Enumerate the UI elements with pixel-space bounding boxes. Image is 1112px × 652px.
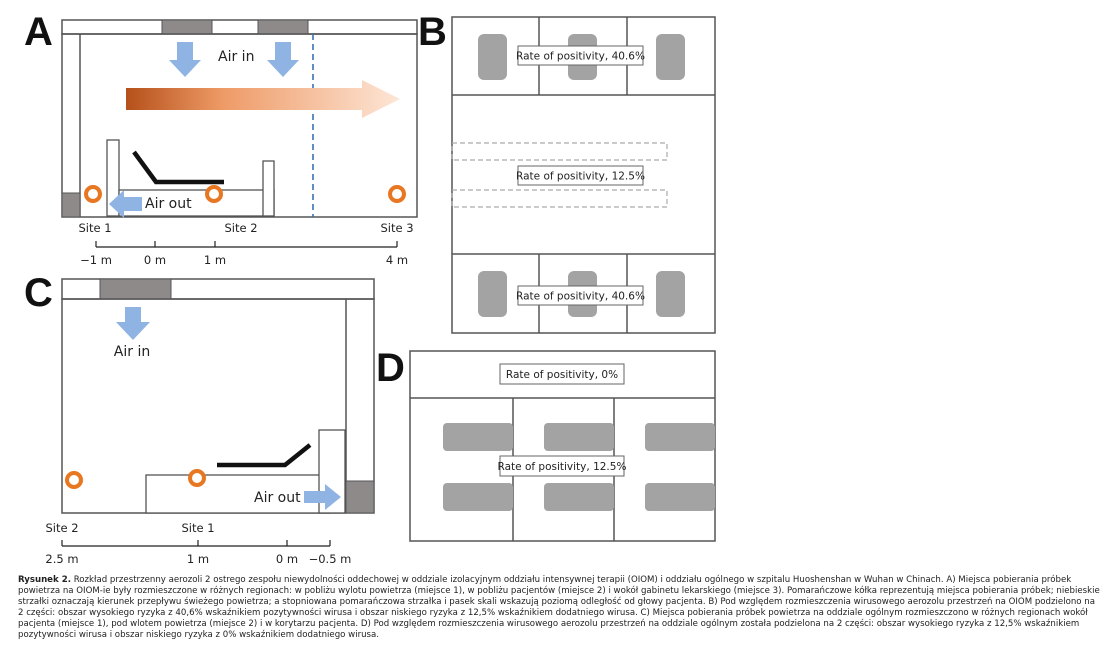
air-inlet-vent (257, 19, 309, 35)
down-arrow-icon (267, 42, 299, 77)
scale-tick-label: 4 m (386, 253, 408, 267)
panel-c: C Air in Air out Site 2 Site 1 (24, 271, 375, 566)
left-arrow-icon (109, 190, 142, 218)
air-inlet-vent (99, 278, 172, 300)
scale-tick-label: 0 m (144, 253, 166, 267)
distance-scale-bar (61, 540, 331, 547)
air-out-label: Air out (145, 196, 192, 212)
scale-tick-label: 1 m (187, 552, 209, 566)
scale-tick-label: 2.5 m (45, 552, 78, 566)
site-label: Site 3 (380, 221, 413, 235)
positivity-label: Rate of positivity, 12.5% (516, 171, 645, 183)
bed-shape (656, 271, 685, 317)
sampling-site-circle (84, 185, 102, 203)
site-label: Site 2 (45, 521, 78, 535)
positivity-label: Rate of positivity, 12.5% (498, 461, 627, 473)
bed-shape (544, 483, 614, 511)
caption-label: Rysunek 2. (18, 575, 71, 585)
positivity-label-box (499, 363, 625, 385)
bed-shape (478, 34, 507, 80)
scale-tick-label: 1 m (204, 253, 226, 267)
panel-d: D Rate of positivity, 0% Rate of positiv… (376, 346, 716, 542)
bed-shape (645, 423, 715, 451)
air-outlet-block (345, 480, 375, 514)
bed-shape (478, 271, 507, 317)
dashed-bed-outline (451, 142, 668, 161)
bed-shape (443, 423, 513, 451)
figure: A Air in Air out (24, 10, 716, 566)
bed-shape (544, 423, 614, 451)
air-inlet-vent (161, 19, 213, 35)
positivity-label: Rate of positivity, 40.6% (516, 51, 645, 63)
positivity-label-box (517, 285, 644, 306)
panel-c-letter: C (24, 271, 53, 315)
bed-shape (443, 483, 513, 511)
icu-room-outline (61, 33, 418, 218)
panel-b: B Rate of positivity, 40.6% Rate of posi… (418, 10, 716, 334)
distance-gradient-arrow (126, 80, 400, 118)
right-arrow-icon (304, 484, 341, 510)
bed-shape (645, 483, 715, 511)
site-label: Site 2 (224, 221, 257, 235)
scale-tick-label: −1 m (80, 253, 112, 267)
distance-scale-bar (95, 241, 398, 248)
scale-tick-label: −0.5 m (309, 552, 352, 566)
sampling-site-circle (388, 185, 406, 203)
positivity-label-box (517, 165, 644, 186)
positivity-label-box (517, 45, 644, 66)
scale-tick-label: 0 m (276, 552, 298, 566)
site-label: Site 1 (181, 521, 214, 535)
down-arrow-icon (169, 42, 201, 77)
sampling-site-circle (65, 471, 83, 489)
positivity-label: Rate of positivity, 0% (506, 369, 618, 381)
air-in-label: Air in (114, 344, 150, 360)
caption-text: Rozkład przestrzenny aerozoli 2 ostrego … (18, 575, 1100, 640)
down-arrow-icon (116, 307, 150, 340)
sampling-site-circle (188, 469, 206, 487)
patient-bed (106, 139, 275, 217)
positivity-label: Rate of positivity, 40.6% (516, 291, 645, 303)
air-in-label: Air in (218, 49, 254, 65)
site-label: Site 1 (78, 221, 111, 235)
positivity-label-box (499, 455, 625, 477)
bed-shape (656, 34, 685, 80)
sampling-site-circle (205, 185, 223, 203)
air-out-label: Air out (254, 490, 301, 506)
dashed-bed-outline (451, 189, 668, 208)
figure-caption: Rysunek 2. Rozkład przestrzenny aerozoli… (18, 575, 1100, 641)
panel-a-letter: A (24, 10, 53, 54)
ceiling-band (61, 19, 418, 35)
panel-a: A Air in Air out (24, 10, 418, 267)
panel-d-letter: D (376, 346, 405, 390)
panel-b-letter: B (418, 10, 447, 54)
air-outlet-block (61, 192, 81, 218)
